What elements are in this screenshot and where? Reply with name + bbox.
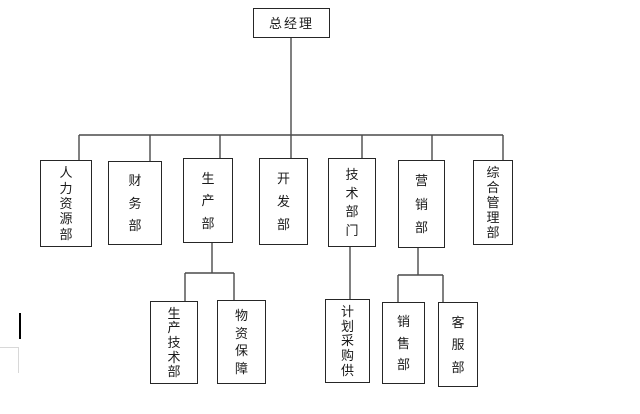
node-human-resources[interactable]: 人力资源部: [40, 160, 92, 247]
node-general-manager[interactable]: 总经理: [253, 8, 330, 38]
canvas-edge-mark-horizontal: [0, 347, 18, 348]
text-caret: [19, 313, 21, 339]
node-planning-procurement[interactable]: 计划采购供: [325, 299, 370, 383]
node-development[interactable]: 开发部: [259, 158, 308, 245]
node-material-support[interactable]: 物资保障: [217, 300, 266, 384]
node-customer-service[interactable]: 客服部: [438, 302, 478, 387]
node-general-admin[interactable]: 综合管理部: [473, 160, 513, 245]
canvas-edge-mark-vertical: [18, 347, 19, 373]
node-marketing[interactable]: 营销部: [398, 160, 445, 248]
node-production-tech[interactable]: 生产技术部: [150, 301, 198, 384]
node-finance[interactable]: 财务部: [108, 161, 162, 245]
node-production[interactable]: 生产部: [183, 158, 233, 243]
node-technology[interactable]: 技术部门: [328, 158, 376, 247]
node-sales[interactable]: 销售部: [382, 302, 425, 384]
